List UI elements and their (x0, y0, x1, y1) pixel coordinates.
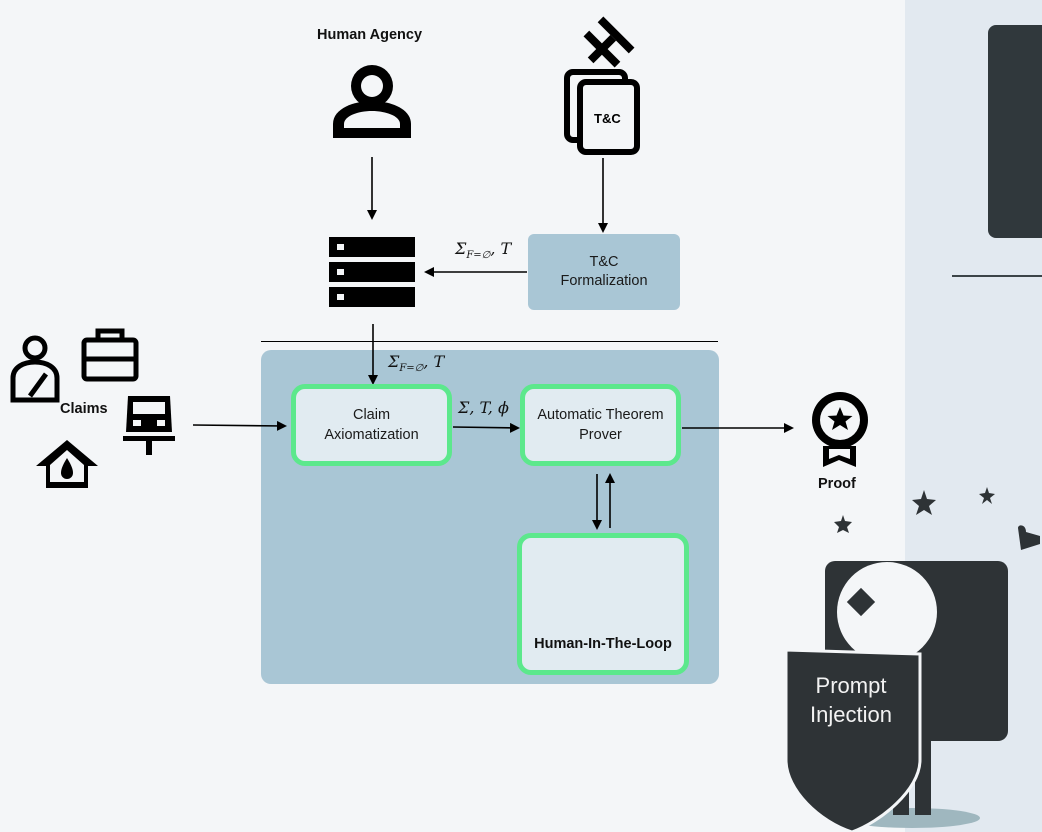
human-in-the-loop-node: Human-In-The-Loop (517, 533, 689, 675)
briefcase-icon (81, 328, 139, 382)
atp-line2: Prover (579, 427, 622, 443)
person-claim-icon (10, 335, 60, 403)
hitl-label: Human-In-The-Loop (534, 636, 672, 652)
sigma-t-phi-label: Σ, T, ϕ (458, 398, 509, 417)
proof-label: Proof (818, 476, 856, 492)
claim-axiomatization-line2: Axiomatization (324, 427, 419, 443)
atp-line1: Automatic Theorem (537, 407, 664, 423)
claims-label: Claims (60, 401, 108, 417)
prompt-injection-line2: Injection (810, 702, 892, 727)
automatic-theorem-prover-node: Automatic Theorem Prover (520, 384, 681, 466)
prompt-injection-label: Prompt Injection (790, 671, 912, 729)
human-agency-person-icon (333, 65, 411, 138)
gavel-document-icon (564, 16, 640, 155)
dark-card (988, 25, 1042, 238)
heart-icon (1018, 525, 1040, 550)
tc-icon-label: T&C (594, 111, 621, 126)
home-water-icon (36, 440, 98, 488)
tc-formalization-line2: Formalization (560, 273, 648, 289)
tc-formalization-box: T&C Formalization (528, 234, 680, 310)
sigma-t-label-mid: ΣF=∅, T (388, 352, 445, 375)
claim-axiomatization-node: Claim Axiomatization (291, 384, 452, 466)
prompt-injection-line1: Prompt (815, 673, 887, 698)
tc-formalization-line1: T&C (589, 254, 619, 270)
claim-axiomatization-line1: Claim (352, 407, 391, 423)
award-ribbon-icon (812, 392, 868, 467)
prompt-injection-figure (784, 561, 1008, 832)
car-icon (123, 396, 175, 455)
human-agency-label: Human Agency (317, 27, 423, 43)
panel-divider (952, 275, 1042, 277)
section-divider (261, 341, 718, 342)
database-server-icon (329, 237, 415, 307)
sigma-t-label-top: ΣF=∅, T (455, 239, 512, 262)
flow-arrows (192, 157, 794, 530)
decorative-stars (834, 487, 995, 533)
